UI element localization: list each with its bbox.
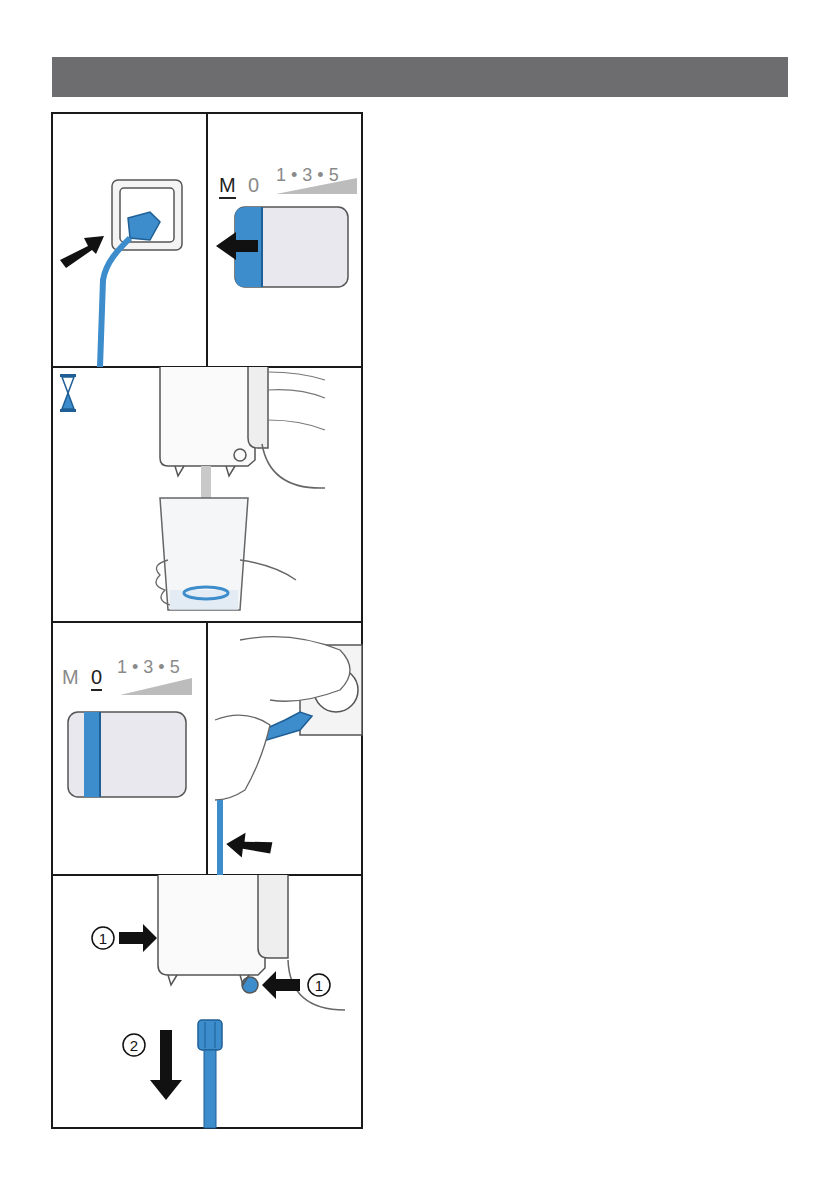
panel-frame: [52, 113, 362, 1128]
appliance-release: [119, 875, 345, 1128]
unplug: [215, 637, 362, 875]
socket-plug: [60, 180, 182, 367]
mode-label: 0: [248, 175, 259, 195]
callout-number: 2: [130, 1038, 138, 1053]
mode-label: M: [219, 175, 236, 199]
speed-scale: 1 • 3 • 5: [276, 166, 339, 184]
header-bar: [52, 57, 788, 97]
callout-number: 1: [315, 978, 323, 993]
appliance-pouring: [160, 367, 325, 488]
speed-switch: [68, 678, 192, 797]
mode-label: M: [62, 667, 79, 687]
callout-number: 1: [99, 931, 107, 946]
speed-switch: [216, 178, 357, 287]
speed-scale: 1 • 3 • 5: [117, 658, 180, 676]
beaker: [156, 466, 296, 610]
callout-circle: [92, 927, 330, 1056]
mode-label: 0: [91, 667, 102, 691]
hourglass-icon: [60, 374, 76, 412]
